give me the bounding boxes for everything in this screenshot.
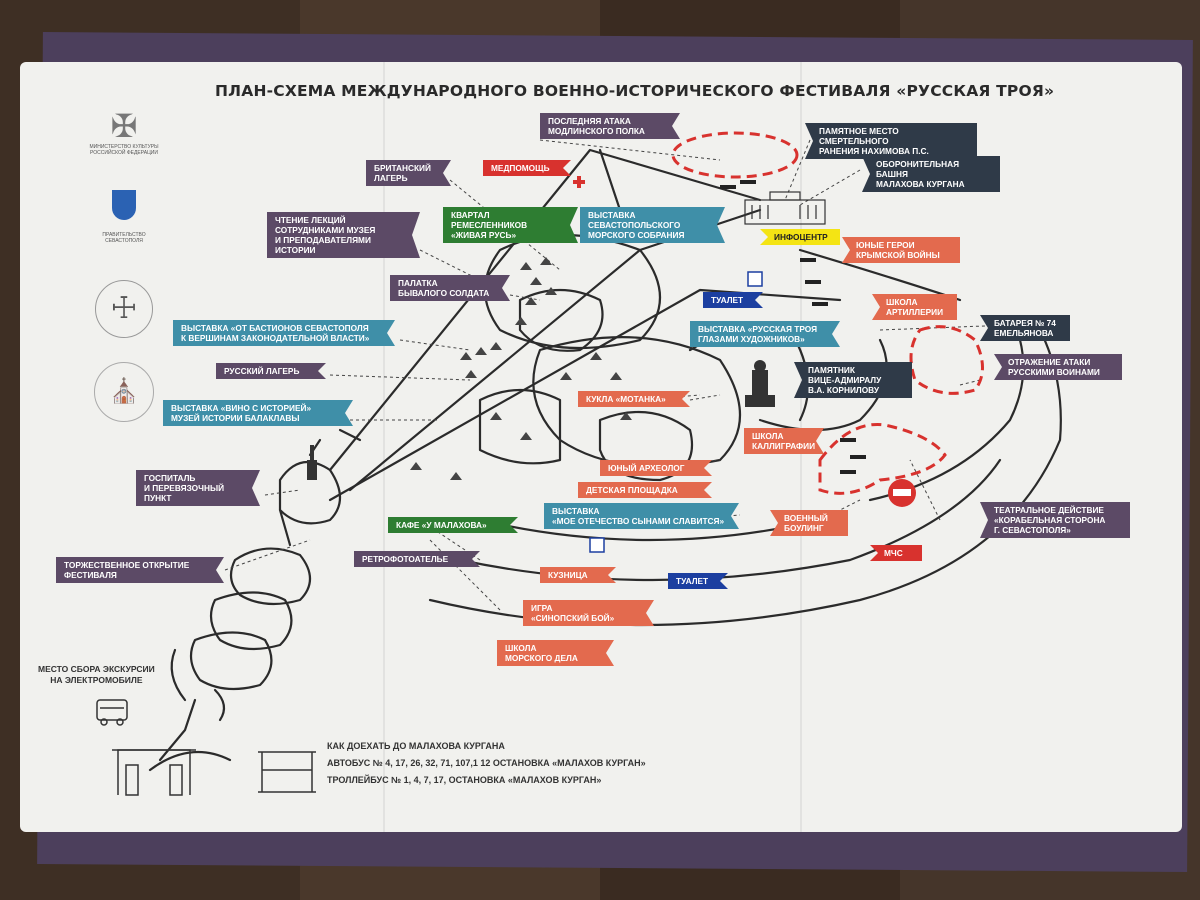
label-fatherland-exhibition[interactable]: ВЫСТАВКА «МОЕ ОТЕЧЕСТВО СЫНАМИ СЛАВИТСЯ» (544, 503, 739, 529)
label-nakhimov-memorial[interactable]: ПАМЯТНОЕ МЕСТО СМЕРТЕЛЬНОГО РАНЕНИЯ НАХИ… (805, 123, 977, 159)
label-military-bowling[interactable]: ВОЕННЫЙ БОУЛИНГ (770, 510, 848, 536)
label-retro-photo[interactable]: РЕТРОФОТОАТЕЛЬЕ (354, 551, 480, 567)
label-british-camp[interactable]: БРИТАНСКИЙ ЛАГЕРЬ (366, 160, 451, 186)
defense-tower-icon (744, 191, 826, 225)
society-logo: ☩ (88, 280, 160, 338)
label-forge[interactable]: КУЗНИЦА (540, 567, 616, 583)
label-last-attack[interactable]: ПОСЛЕДНЯЯ АТАКА МОДЛИНСКОГО ПОЛКА (540, 113, 680, 139)
ministry-name: МИНИСТЕРСТВО КУЛЬТУРЫ РОССИЙСКОЙ ФЕДЕРАЦ… (89, 144, 159, 156)
electric-car-icon (96, 699, 128, 726)
label-naval-assembly-exhibition[interactable]: ВЫСТАВКА СЕВАСТОПОЛЬСКОГО МОРСКОГО СОБРА… (580, 207, 725, 243)
label-repel-attack[interactable]: ОТРАЖЕНИЕ АТАКИ РУССКИМИ ВОИНАМИ (994, 354, 1122, 380)
museum-logo: ⛪ (88, 362, 160, 422)
label-sea-school[interactable]: ШКОЛА МОРСКОГО ДЕЛА (497, 640, 614, 666)
label-motanka-doll[interactable]: КУКЛА «МОТАНКА» (578, 391, 690, 407)
label-bastions-exhibition[interactable]: ВЫСТАВКА «ОТ БАСТИОНОВ СЕВАСТОПОЛЯ К ВЕР… (173, 320, 395, 346)
entrance-gate-icon (112, 749, 196, 796)
directions-trolleybus: ТРОЛЛЕЙБУС № 1, 4, 7, 17, ОСТАНОВКА «МАЛ… (327, 775, 602, 785)
directions-bus: АВТОБУС № 4, 17, 26, 32, 71, 107,1 12 ОС… (327, 758, 646, 768)
label-wine-exhibition[interactable]: ВЫСТАВКА «ВИНО С ИСТОРИЕЙ» МУЗЕЙ ИСТОРИИ… (163, 400, 353, 426)
label-young-archaeologist[interactable]: ЮНЫЙ АРХЕОЛОГ (600, 460, 712, 476)
label-playground[interactable]: ДЕТСКАЯ ПЛОЩАДКА (578, 482, 712, 498)
map-title: ПЛАН-СХЕМА МЕЖДУНАРОДНОГО ВОЕННО-ИСТОРИЧ… (215, 82, 1055, 100)
label-theatre-performance[interactable]: ТЕАТРАЛЬНОЕ ДЕЙСТВИЕ «КОРАБЕЛЬНАЯ СТОРОН… (980, 502, 1130, 538)
road-lower (328, 288, 842, 502)
toilet-icon (589, 271, 763, 553)
label-soldier-tent[interactable]: ПАЛАТКА БЫВАЛОГО СОЛДАТА (390, 275, 510, 301)
excursion-meeting-point: МЕСТО СБОРА ЭКСКУРСИИ НА ЭЛЕКТРОМОБИЛЕ (38, 664, 155, 685)
label-toilet[interactable]: ТУАЛЕТ (703, 292, 763, 308)
label-mchs[interactable]: МЧС (870, 545, 922, 561)
directions-heading: КАК ДОЕХАТЬ ДО МАЛАХОВА КУРГАНА (327, 741, 505, 751)
label-artisans-quarter[interactable]: КВАРТАЛ РЕМЕСЛЕННИКОВ «ЖИВАЯ РУСЬ» (443, 207, 578, 243)
label-kornilov-monument[interactable]: ПАМЯТНИК ВИЦЕ-АДМИРАЛУ В.А. КОРНИЛОВУ (794, 362, 912, 398)
road-upper (328, 148, 762, 472)
opening-statue-icon (307, 445, 317, 480)
attack-zone (671, 131, 799, 179)
label-russian-camp[interactable]: РУССКИЙ ЛАГЕРЬ (216, 363, 326, 379)
label-toilet-2[interactable]: ТУАЛЕТ (668, 573, 728, 589)
government-logo: ПРАВИТЕЛЬСТВО СЕВАСТОПОЛЯ (88, 190, 160, 244)
government-name: ПРАВИТЕЛЬСТВО СЕВАСТОПОЛЯ (102, 232, 146, 244)
museum-seal-icon: ⛪ (94, 362, 154, 422)
paper-fold (383, 62, 385, 832)
kornilov-monument-icon (745, 360, 775, 407)
label-medical-aid[interactable]: МЕДПОМОЩЬ (483, 160, 571, 176)
label-sinop-battle-game[interactable]: ИГРА «СИНОПСКИЙ БОЙ» (523, 600, 654, 626)
double-eagle-seal-icon: ☩ (95, 280, 153, 338)
label-infocenter[interactable]: ИНФОЦЕНТР (760, 229, 840, 245)
eagle-emblem-icon: ✠ (110, 108, 138, 144)
repel-zone (909, 325, 984, 395)
medical-cross-icon (573, 176, 585, 188)
label-hospital[interactable]: ГОСПИТАЛЬ И ПЕРЕВЯЗОЧНЫЙ ПУНКТ (136, 470, 260, 506)
label-artillery-school[interactable]: ШКОЛА АРТИЛЛЕРИИ (872, 294, 957, 320)
label-cafe[interactable]: КАФЕ «У МАЛАХОВА» (388, 517, 518, 533)
label-defense-tower[interactable]: ОБОРОНИТЕЛЬНАЯ БАШНЯ МАЛАХОВА КУРГАНА (862, 156, 1000, 192)
battle-zone (818, 422, 947, 495)
bus-stop-icon (258, 751, 316, 793)
label-young-heroes[interactable]: ЮНЫЕ ГЕРОИ КРЫМСКОЙ ВОЙНЫ (842, 237, 960, 263)
label-calligraphy-school[interactable]: ШКОЛА КАЛЛИГРАФИИ (744, 428, 824, 454)
label-opening-ceremony[interactable]: ТОРЖЕСТВЕННОЕ ОТКРЫТИЕ ФЕСТИВАЛЯ (56, 557, 224, 583)
label-battery-74[interactable]: БАТАРЕЯ № 74 ЕМЕЛЬЯНОВА (980, 315, 1070, 341)
sevastopol-coat-of-arms-icon (112, 190, 136, 220)
ministry-logo: ✠ МИНИСТЕРСТВО КУЛЬТУРЫ РОССИЙСКОЙ ФЕДЕР… (88, 108, 160, 156)
label-troy-artists-exhibition[interactable]: ВЫСТАВКА «РУССКАЯ ТРОЯ ГЛАЗАМИ ХУДОЖНИКО… (690, 321, 840, 347)
mchs-vehicle-icon (888, 479, 916, 507)
label-lectures[interactable]: ЧТЕНИЕ ЛЕКЦИЙ СОТРУДНИКАМИ МУЗЕЯ И ПРЕПО… (267, 212, 420, 258)
